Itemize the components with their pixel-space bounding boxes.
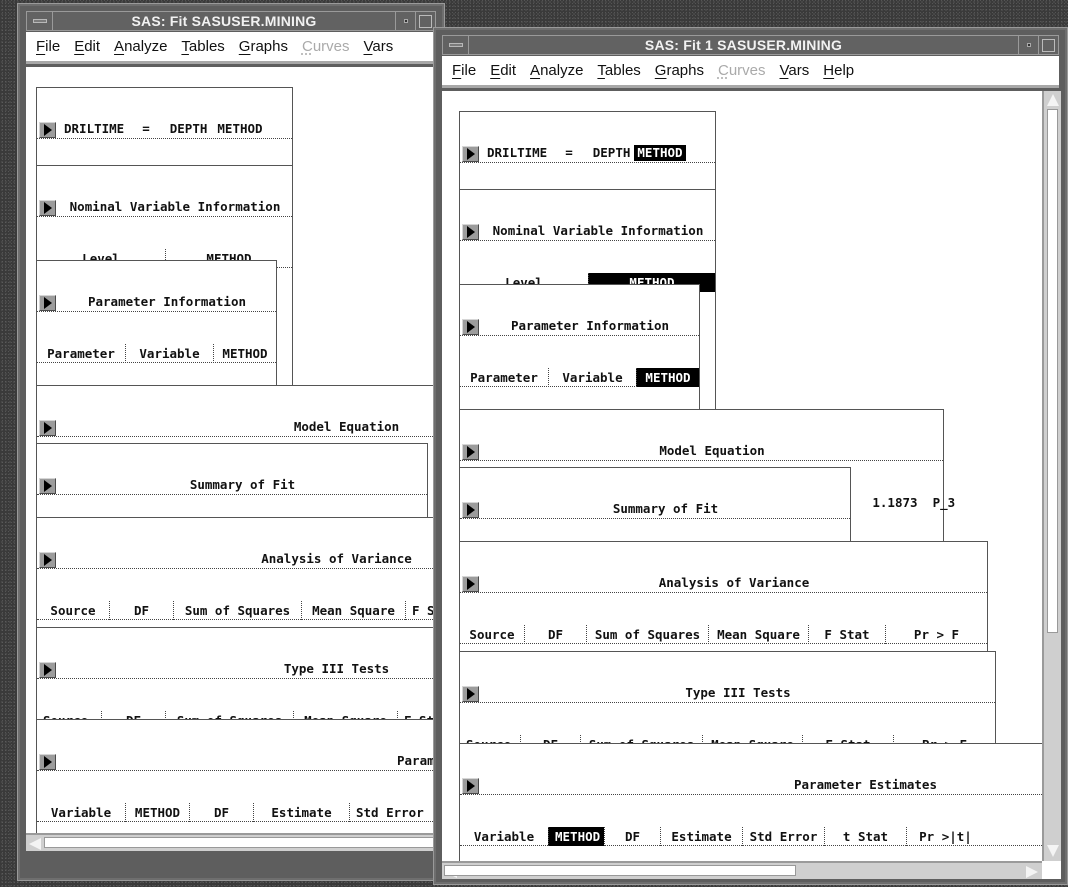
menu-vars[interactable]: Vars	[363, 38, 394, 55]
menu-graphs[interactable]: Graphs	[654, 62, 704, 79]
maximize-button[interactable]	[415, 12, 435, 30]
table-menu-button[interactable]	[462, 685, 479, 702]
menu-file[interactable]: File	[36, 38, 61, 55]
horizontal-scroll-thumb[interactable]	[44, 837, 444, 848]
front-window-titlebar[interactable]: SAS: Fit 1 SASUSER.MINING	[442, 35, 1059, 55]
table-menu-button[interactable]	[462, 145, 479, 162]
menu-edit[interactable]: Edit	[490, 62, 517, 79]
menu-curves: Curves	[717, 62, 766, 79]
back-window-titlebar[interactable]: SAS: Fit SASUSER.MINING	[26, 11, 436, 31]
table-menu-button[interactable]	[39, 661, 56, 678]
menu-vars[interactable]: Vars	[779, 62, 810, 79]
window-menu-icon	[448, 43, 463, 47]
scroll-down-icon[interactable]	[1047, 845, 1059, 857]
model-spec-header: DRILTIME = DEPTH METHOD	[460, 144, 715, 163]
table-menu-button[interactable]	[39, 419, 56, 436]
maximize-icon	[1042, 38, 1055, 52]
minimize-button[interactable]	[395, 12, 415, 30]
vertical-scrollbar[interactable]	[1042, 91, 1061, 861]
window-menu-button[interactable]	[27, 12, 53, 30]
horizontal-scrollbar[interactable]	[26, 833, 444, 851]
menu-tables[interactable]: Tables	[597, 62, 641, 79]
menu-analyze[interactable]: Analyze	[114, 38, 168, 55]
effect-depth: DEPTH	[169, 121, 208, 136]
param-estimates-table: Parameter Estimates Variable METHOD DF E…	[459, 743, 1042, 861]
effect-method-selected[interactable]: METHOD	[634, 145, 686, 161]
param-estimates-table: Paramete Variable METHOD DF Estimate Std…	[36, 719, 444, 833]
minimize-icon	[403, 19, 408, 23]
scroll-corner	[1042, 861, 1061, 879]
window-title: SAS: Fit SASUSER.MINING	[131, 13, 317, 29]
menu-analyze[interactable]: Analyze	[530, 62, 584, 79]
effect-depth: DEPTH	[592, 145, 631, 160]
scroll-left-icon[interactable]	[29, 838, 41, 850]
horizontal-scrollbar[interactable]	[442, 861, 1042, 879]
window-menu-icon	[32, 19, 47, 23]
front-window-content: DRILTIME = DEPTH METHOD Response Distrib…	[442, 91, 1042, 861]
effect-method: METHOD	[217, 121, 263, 136]
model-spec-header: DRILTIME = DEPTH METHOD	[37, 120, 292, 139]
method-column-selected[interactable]: METHOD	[548, 826, 604, 846]
table-menu-button[interactable]	[462, 318, 479, 335]
menu-tables[interactable]: Tables	[181, 38, 225, 55]
table-menu-button[interactable]	[462, 223, 479, 240]
minimize-icon	[1026, 43, 1031, 47]
back-window-content: DRILTIME = DEPTH METHOD Response Distrib…	[26, 67, 444, 833]
menu-graphs[interactable]: Graphs	[238, 38, 288, 55]
menu-curves: Curves	[301, 38, 350, 55]
table-menu-button[interactable]	[39, 753, 56, 770]
scroll-right-icon[interactable]	[1026, 866, 1038, 878]
menu-help[interactable]: Help	[823, 62, 855, 79]
table-menu-button[interactable]	[462, 777, 479, 794]
vertical-scroll-thumb[interactable]	[1047, 109, 1058, 633]
menu-edit[interactable]: Edit	[74, 38, 101, 55]
table-menu-button[interactable]	[39, 121, 56, 138]
horizontal-scroll-thumb[interactable]	[444, 865, 796, 876]
window-title: SAS: Fit 1 SASUSER.MINING	[644, 37, 843, 53]
window-menu-button[interactable]	[443, 36, 469, 54]
front-window[interactable]: SAS: Fit 1 SASUSER.MINING File Edit Analyz…	[433, 27, 1068, 885]
back-window[interactable]: SAS: Fit SASUSER.MINING File Edit Analyze T…	[17, 3, 445, 881]
maximize-button[interactable]	[1038, 36, 1058, 54]
menubar: File Edit Analyze Tables Graphs Curves Vars Hel…	[442, 56, 1059, 88]
table-menu-button[interactable]	[39, 199, 56, 216]
table-menu-button[interactable]	[462, 575, 479, 592]
maximize-icon	[419, 14, 432, 28]
response-var: DRILTIME	[64, 121, 125, 136]
menubar: File Edit Analyze Tables Graphs Curves Vars	[26, 32, 444, 64]
menu-file[interactable]: File	[452, 62, 477, 79]
table-menu-button[interactable]	[462, 501, 479, 518]
table-menu-button[interactable]	[39, 551, 56, 568]
scroll-up-icon[interactable]	[1047, 94, 1059, 106]
method-column-selected[interactable]: METHOD	[636, 367, 699, 387]
table-menu-button[interactable]	[462, 443, 479, 460]
response-var: DRILTIME	[487, 145, 548, 160]
table-menu-button[interactable]	[39, 294, 56, 311]
table-menu-button[interactable]	[39, 477, 56, 494]
minimize-button[interactable]	[1018, 36, 1038, 54]
